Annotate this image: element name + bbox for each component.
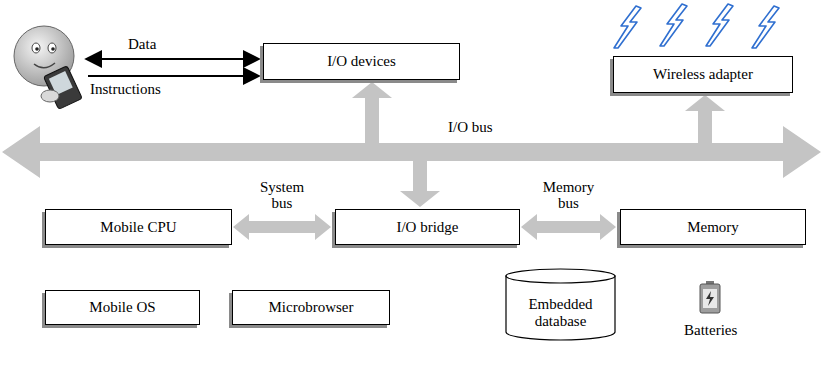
bus-arrow [233,214,331,240]
bus-label: Memory bus [541,179,597,211]
data-arrow [86,58,259,60]
wireless-signal [614,4,779,48]
battery-icon [700,281,720,313]
arrow-label: Instructions [90,81,161,98]
cylinder-body [506,276,615,340]
bus-branch-arrow [352,82,392,145]
node-text: I/O bridge [396,219,458,236]
node-text: Wireless adapter [653,66,753,83]
process-box: Mobile CPU [45,209,232,245]
node-text: Mobile CPU [100,219,176,236]
memory-box: Memory [620,209,806,245]
user-figure [14,26,82,109]
bus-label: System bus [254,179,310,211]
adapter-box: Wireless adapter [613,56,793,93]
io-bus [2,82,821,207]
bus-label: I/O bus [448,119,493,136]
node-text: Embedded database [505,296,616,330]
database-cylinder: Embedded database [505,268,616,340]
node-text: Microbrowser [269,299,354,316]
cylinder-top [506,269,615,283]
instructions-arrow [88,75,259,77]
icon-label: Batteries [684,322,737,339]
software-box: Mobile OS [45,290,200,325]
bus-branch-arrow [685,95,725,145]
node-text: Memory [687,219,739,236]
bus-arrow [521,214,616,240]
node-text: I/O devices [327,53,396,70]
bridge-box: I/O bridge [335,209,520,245]
bus-branch-arrow [400,159,440,207]
software-box: Microbrowser [232,290,390,325]
node-text: Mobile OS [89,299,155,316]
arrow-label: Data [128,36,156,53]
io-device-box: I/O devices [263,43,460,80]
